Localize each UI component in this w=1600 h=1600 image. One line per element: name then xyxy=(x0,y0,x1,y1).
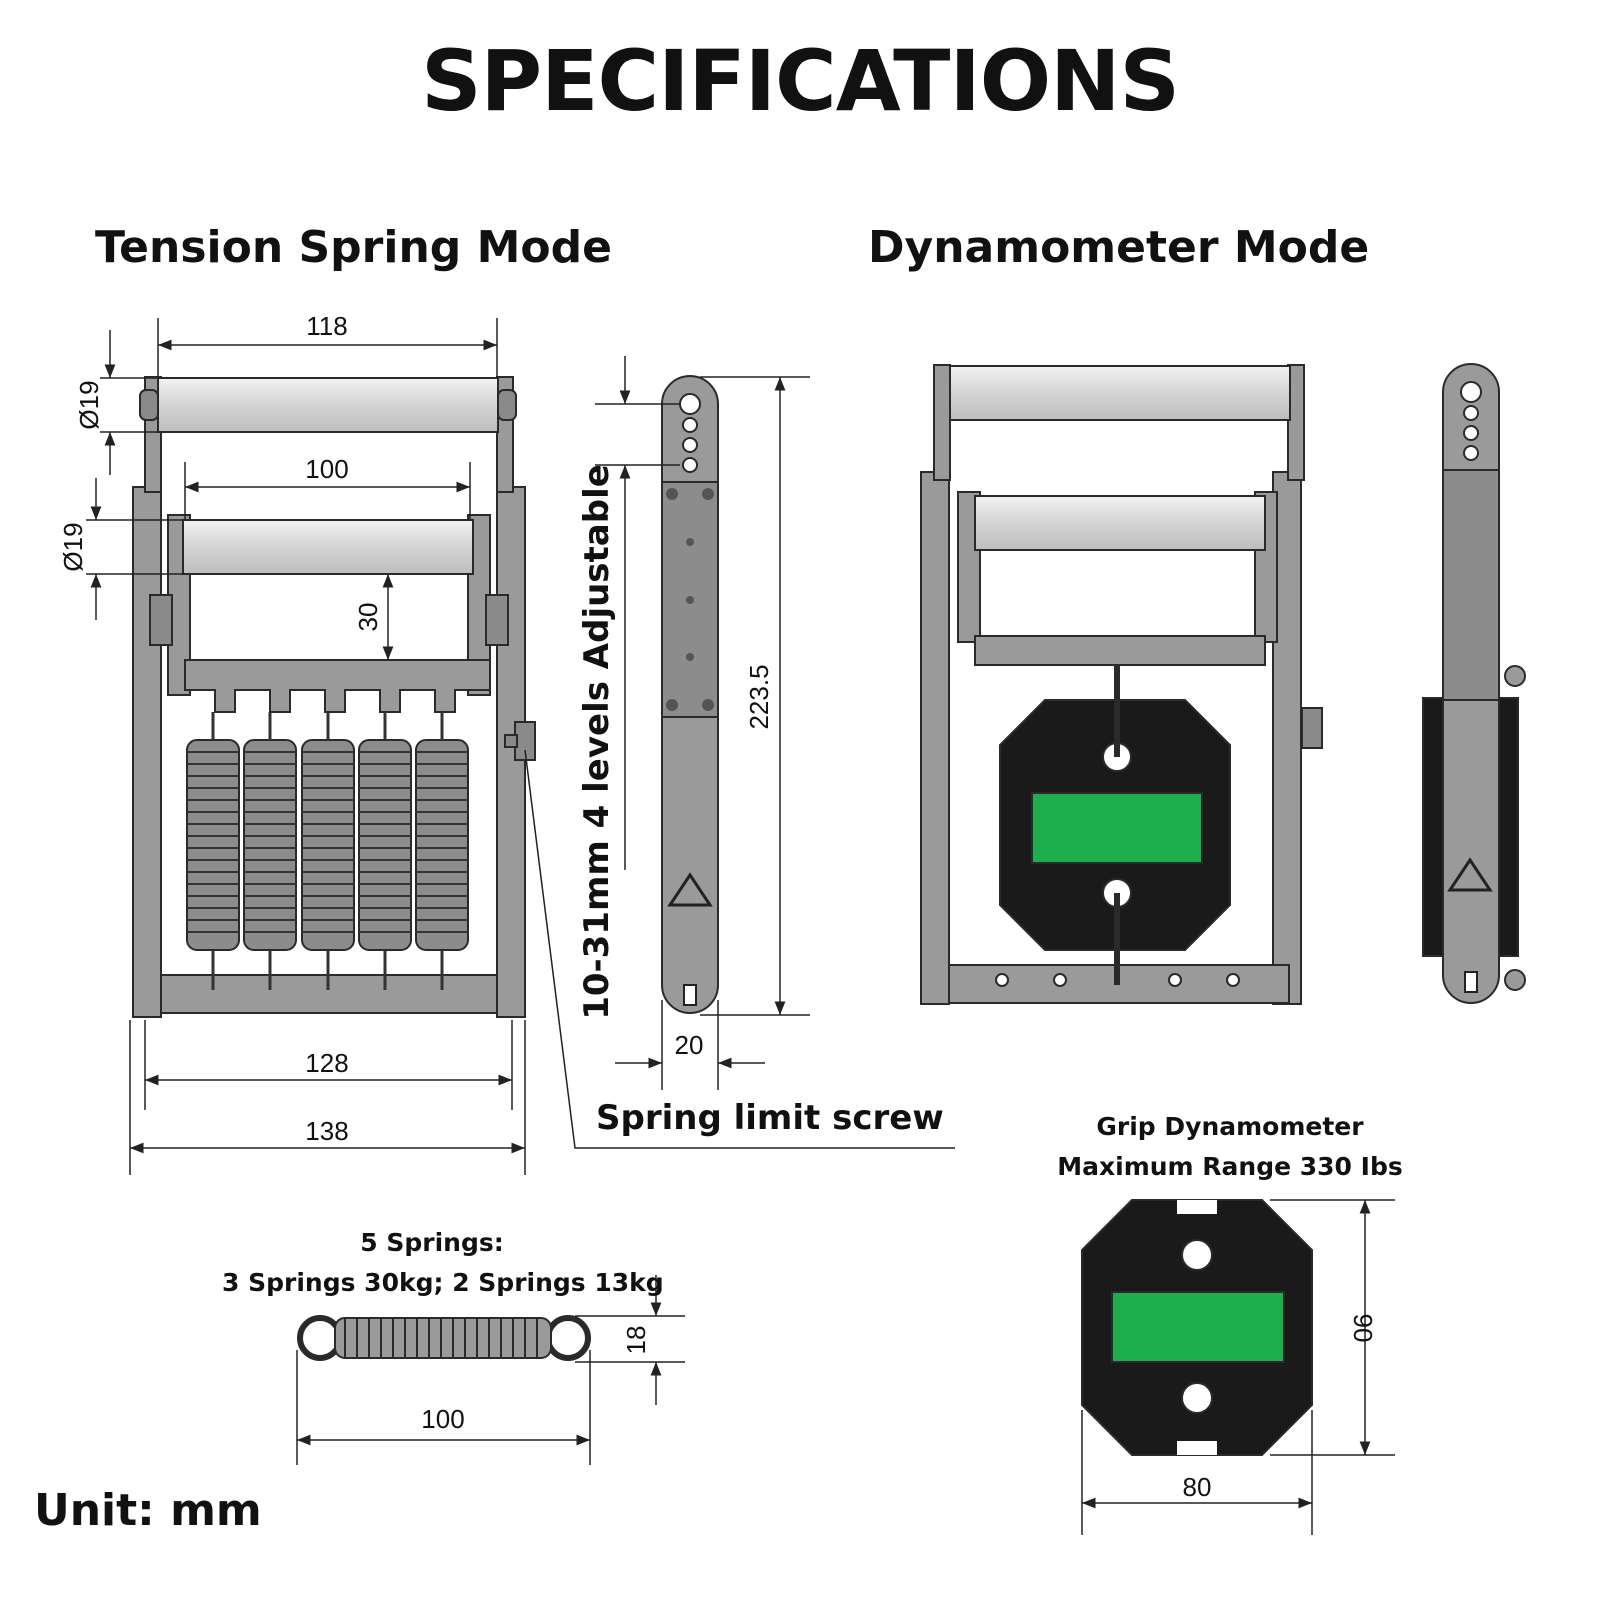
dyno-front-view xyxy=(920,364,1323,1005)
dim-118: 118 xyxy=(306,311,347,341)
dim-dia19-inner: Ø19 xyxy=(58,522,88,571)
dim-223-5: 223.5 xyxy=(744,664,774,729)
dim-100-handle: 100 xyxy=(305,454,348,484)
adjustable-label: 10-31mm 4 levels Adjustable xyxy=(577,464,617,1020)
dyno-screen xyxy=(1111,1291,1285,1363)
dim-30: 30 xyxy=(353,603,383,632)
brand-logo-icon xyxy=(667,872,713,907)
dim-80: 80 xyxy=(1183,1472,1212,1502)
tension-mode-title: Tension Spring Mode xyxy=(95,222,612,273)
spring-dimension-lines xyxy=(296,1275,685,1465)
page-title: SPECIFICATIONS xyxy=(421,32,1180,130)
dyno-detail xyxy=(1081,1199,1313,1456)
dim-18: 18 xyxy=(621,1326,651,1355)
dyno-dimension-lines xyxy=(1081,1199,1395,1535)
side-dimension-lines xyxy=(595,356,810,1090)
dim-100-spring: 100 xyxy=(421,1404,464,1434)
springs-label-line1: 5 Springs: xyxy=(360,1228,504,1257)
tension-dimension-lines xyxy=(86,318,955,1175)
dynamometer-mode-title: Dynamometer Mode xyxy=(868,222,1370,273)
dyno-label-line2: Maximum Range 330 Ibs xyxy=(1057,1152,1403,1181)
dim-dia19-top: Ø19 xyxy=(74,380,104,429)
unit-label: Unit: mm xyxy=(34,1485,262,1536)
springs-group xyxy=(186,739,469,951)
dim-128: 128 xyxy=(305,1048,348,1078)
dyno-side-view xyxy=(1422,363,1526,1004)
spring-limit-screw-label: Spring limit screw xyxy=(596,1098,944,1138)
dim-90: 90 xyxy=(1348,1314,1378,1343)
dim-138: 138 xyxy=(305,1116,348,1146)
dimension-values: 118 100 Ø19 Ø19 30 128 138 223.5 20 100 … xyxy=(58,311,1378,1502)
spring-coils xyxy=(187,751,469,933)
top-roller xyxy=(157,377,499,433)
dim-20: 20 xyxy=(675,1030,704,1060)
tension-front-view xyxy=(132,376,536,1018)
inner-roller xyxy=(182,519,474,575)
tension-side-view xyxy=(661,375,719,1014)
dyno-label-line1: Grip Dynamometer xyxy=(1096,1112,1364,1141)
spring-detail xyxy=(297,1315,591,1361)
springs-label-line2: 3 Springs 30kg; 2 Springs 13kg xyxy=(222,1268,664,1297)
dyno-screen-mounted xyxy=(1031,792,1203,864)
